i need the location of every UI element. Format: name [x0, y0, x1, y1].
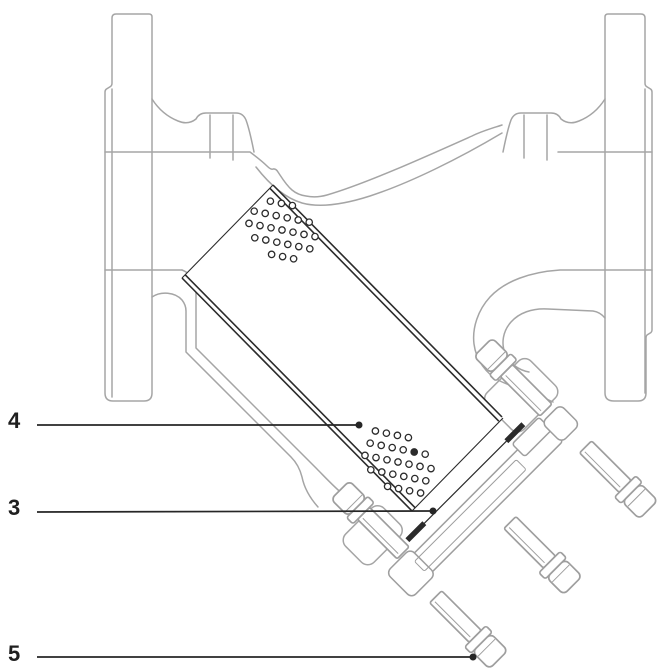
bore-bottom-right-hook [472, 269, 653, 403]
callout-label-3: 3 [8, 495, 21, 520]
perforation-dot [261, 209, 270, 218]
perforation-dot [410, 448, 419, 456]
perforation-dot [388, 443, 397, 452]
perforation-dot [294, 242, 303, 251]
perforation-dot [278, 226, 286, 234]
perforation-dot [267, 250, 276, 259]
perforation-dot [288, 201, 297, 210]
perforation-dot [278, 252, 287, 261]
perforation-dot [377, 441, 386, 450]
installed-cover-bolts [332, 339, 552, 559]
bore-top-left [104, 124, 503, 198]
callout-leaders [36, 421, 477, 661]
perforation-dot [371, 427, 380, 435]
screen-long-edges [181, 184, 503, 512]
perforation-dot [289, 254, 298, 263]
installed-bolt [475, 339, 552, 417]
leg-outer-wall [151, 292, 319, 508]
perforation-dot [311, 232, 319, 241]
screen-face [182, 185, 503, 511]
perforation-dot [361, 451, 369, 460]
perforation-dot [394, 458, 402, 466]
perforation-dot [267, 223, 275, 232]
gasket-thick-ends [405, 422, 526, 543]
right-hub-boss [502, 98, 606, 153]
perforation-dot [388, 470, 397, 479]
perforation-dot [305, 244, 314, 253]
perforation-dot [305, 218, 314, 227]
perforation-dot [383, 455, 391, 464]
perforation-dot [377, 468, 386, 476]
cover-bolt [503, 516, 581, 594]
cover-machined-face [414, 459, 526, 571]
perforation-dot [383, 482, 392, 491]
perforation-dot [266, 197, 275, 206]
perforation-dot [394, 484, 403, 493]
screen-short-edges [181, 184, 504, 512]
perforation-dot [405, 486, 414, 495]
callout-label-5: 5 [8, 641, 21, 666]
left-hub-boss [151, 98, 255, 153]
perforation-dot [294, 216, 303, 224]
inner-wall-line [255, 132, 503, 206]
cover-bolt [579, 440, 657, 518]
cover-foot-lug [387, 550, 434, 597]
cover-gasket [405, 422, 526, 543]
right-flange [604, 13, 653, 402]
perforation-dot [300, 230, 308, 239]
perforation-dot [372, 453, 380, 462]
perforation-dot [256, 221, 264, 230]
screen-perforations [245, 197, 435, 497]
perforation-dot [393, 431, 402, 440]
perforation-dot [416, 462, 424, 471]
leader-dot-4 [355, 421, 363, 429]
left-flange [104, 13, 153, 402]
callout-label-4: 4 [8, 408, 21, 433]
perforation-dot [261, 236, 270, 244]
perforation-dot [366, 439, 375, 448]
leader-dot-5 [469, 653, 477, 661]
perforation-dot [399, 472, 408, 481]
perforation-dot [416, 489, 425, 497]
leader-dot-3 [429, 507, 437, 515]
perforation-dot [421, 450, 430, 459]
perforation-dot [366, 465, 375, 474]
leader-line-3 [36, 510, 434, 513]
perforation-dot [382, 429, 391, 438]
perforation-dot [250, 207, 259, 216]
perforation-dot [404, 433, 413, 442]
perforation-dot [272, 211, 281, 220]
perforation-dot [289, 228, 297, 237]
perforation-dot [427, 464, 435, 473]
perforation-dot [421, 476, 430, 485]
exploded-cover-bolts [429, 440, 657, 668]
perforation-dot [405, 460, 413, 469]
cover-bolt [429, 590, 507, 668]
cover-end-cap [543, 406, 579, 441]
perforation-dot [399, 445, 408, 454]
perforation-dot [283, 213, 292, 222]
perforation-dot [410, 474, 419, 483]
hook-inner-curve [502, 308, 606, 373]
perforation-dot [250, 233, 259, 242]
valve-body-outline [104, 13, 653, 508]
strainer-screen [181, 184, 504, 512]
gasket-line [422, 439, 509, 526]
perforation-dot [283, 240, 292, 249]
perforation-dot [245, 219, 253, 228]
perforation-dot [272, 238, 281, 247]
installed-bolt [332, 482, 410, 559]
perforation-dot [277, 199, 286, 208]
cover-plate [387, 406, 579, 597]
